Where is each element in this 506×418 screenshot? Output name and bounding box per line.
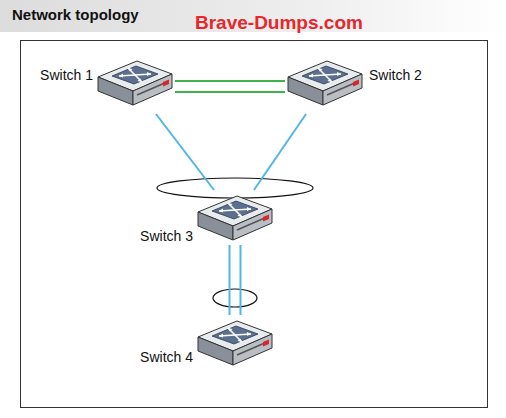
watermark: Brave-Dumps.com xyxy=(195,12,363,34)
lag-ellipse xyxy=(213,289,257,307)
switch-logo xyxy=(263,340,269,347)
network-link xyxy=(229,245,231,315)
switch-icon xyxy=(195,190,275,245)
switch-icon xyxy=(285,55,365,110)
switch-label: Switch 3 xyxy=(140,228,193,244)
lag-ellipse xyxy=(157,178,313,198)
network-link xyxy=(175,80,285,82)
network-switch: Switch 1 xyxy=(95,55,175,110)
diagram-title: Network topology xyxy=(12,6,139,23)
switch-logo xyxy=(163,80,169,87)
diagram-border xyxy=(21,41,488,408)
switch-arrows xyxy=(309,68,341,82)
switch-ports xyxy=(327,82,357,95)
network-switch: Switch 3 xyxy=(195,190,275,245)
switch-ports xyxy=(237,342,267,355)
switch-icon xyxy=(195,315,275,370)
switch-label: Switch 4 xyxy=(140,349,193,365)
switch-logo xyxy=(263,215,269,222)
network-switch: Switch 2 xyxy=(285,55,365,110)
switch-logo xyxy=(353,80,359,87)
switch-icon xyxy=(95,55,175,110)
switch-arrows xyxy=(219,203,251,217)
network-link xyxy=(156,114,214,190)
network-link xyxy=(254,114,306,190)
network-link xyxy=(175,91,285,93)
switch-label: Switch 2 xyxy=(369,67,422,83)
network-switch: Switch 4 xyxy=(195,315,275,370)
switch-ports xyxy=(137,82,167,95)
switch-ports xyxy=(237,217,267,230)
switch-face xyxy=(212,326,258,344)
network-link xyxy=(240,245,242,315)
switch-arrows xyxy=(219,328,251,342)
switch-face xyxy=(112,66,158,84)
switch-face xyxy=(212,201,258,219)
switch-face xyxy=(302,66,348,84)
switch-label: Switch 1 xyxy=(40,67,93,83)
switch-arrows xyxy=(119,68,151,82)
